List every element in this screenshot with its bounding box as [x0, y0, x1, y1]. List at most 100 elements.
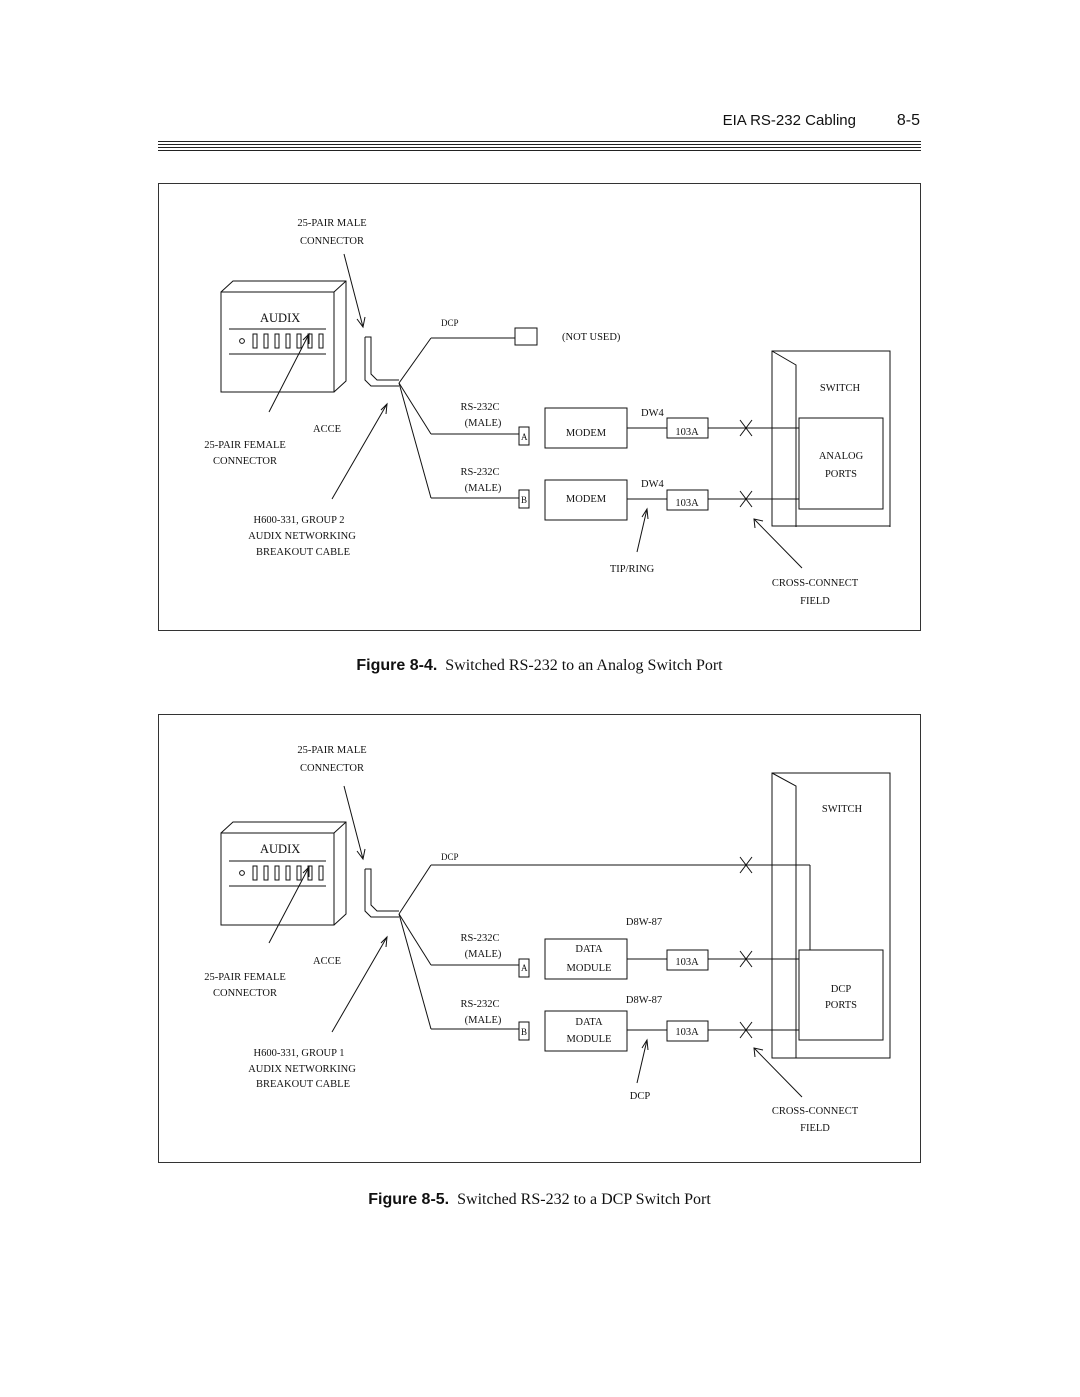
leader-line — [331, 936, 388, 1033]
cross-connect-mark — [745, 950, 753, 968]
arrowhead — [302, 865, 310, 877]
cross-connect-mark — [745, 856, 753, 874]
female-connector-label: 25-PAIR FEMALE — [204, 972, 286, 983]
port-a-connector — [518, 426, 530, 446]
d8w-label: D8W-87 — [626, 917, 662, 928]
analog-ports — [798, 417, 884, 510]
cross-connect-label: CROSS-CONNECT — [772, 578, 859, 589]
port-b-connector — [518, 1021, 530, 1041]
leader-line — [753, 518, 803, 569]
jack-103a-a — [666, 949, 709, 971]
jack-label: 103A — [675, 957, 699, 968]
ports-label: DCP — [831, 984, 852, 995]
connector-plug — [364, 337, 399, 387]
cable-a — [398, 913, 432, 966]
audix-cabinet: AUDIX — [220, 280, 347, 393]
header-rule — [158, 150, 921, 151]
dcp-label: DCP — [441, 318, 459, 328]
cable-a — [398, 382, 432, 435]
caption-title: Switched RS-232 to a DCP Switch Port — [457, 1191, 711, 1208]
acce-label: ACCE — [313, 424, 341, 435]
cross-connect-label: FIELD — [800, 596, 830, 607]
device-label: DATA — [575, 1017, 603, 1028]
connector-plug — [364, 869, 399, 918]
port-b-connector — [518, 489, 530, 509]
male-connector-label: 25-PAIR MALE — [297, 745, 366, 756]
cable-b — [398, 913, 432, 1030]
leader-line — [268, 333, 310, 413]
header-rule — [158, 141, 921, 142]
figure-8-5-diagram: 25-PAIR MALE CONNECTOR AUDIX DC — [158, 714, 921, 1163]
figure-8-4-svg: 25-PAIR MALE CONNECTOR AUDIX DC — [204, 218, 891, 607]
caption-number: Figure 8-4. — [356, 657, 438, 674]
leader-line — [343, 253, 364, 328]
audix-label: AUDIX — [260, 842, 300, 856]
header-rule — [158, 144, 921, 145]
figure-8-4-caption: Figure 8-4. Switched RS-232 to an Analog… — [158, 657, 921, 675]
arrowhead — [641, 507, 649, 520]
leader-line — [753, 1047, 803, 1098]
figure-8-5-caption: Figure 8-5. Switched RS-232 to a DCP Swi… — [158, 1191, 921, 1209]
leader-line — [268, 866, 310, 944]
section-title: EIA RS-232 Cabling — [722, 112, 856, 129]
jack-label: 103A — [675, 427, 699, 438]
cable-label: AUDIX NETWORKING — [248, 1064, 356, 1075]
male-connector-label: CONNECTOR — [300, 763, 364, 774]
connector-plug — [365, 336, 399, 381]
arrowhead — [753, 518, 764, 529]
ports-label: PORTS — [825, 1000, 857, 1011]
not-used-label: (NOT USED) — [562, 332, 621, 343]
female-connector-label: CONNECTOR — [213, 456, 277, 467]
leader-line — [636, 508, 648, 553]
female-connector-label: CONNECTOR — [213, 988, 277, 999]
leader-line — [331, 403, 388, 500]
page-number: 8-5 — [896, 112, 920, 129]
port-b-label: B — [521, 1027, 527, 1037]
female-connector-label: 25-PAIR FEMALE — [204, 440, 286, 451]
arrowhead — [641, 1038, 649, 1051]
arrowhead — [380, 935, 388, 948]
ports-label: PORTS — [825, 469, 857, 480]
d8w-label: D8W-87 — [626, 995, 662, 1006]
arrowhead — [380, 402, 388, 415]
cross-connect-label: FIELD — [800, 1123, 830, 1134]
port-a-label: A — [521, 963, 528, 973]
rs232c-label: RS-232C — [460, 402, 499, 413]
caption-number: Figure 8-5. — [368, 1191, 450, 1208]
dcp-ports — [798, 949, 884, 1041]
cable-label: BREAKOUT CABLE — [256, 1079, 350, 1090]
cable-dcp — [398, 864, 432, 915]
male-connector-label: 25-PAIR MALE — [297, 218, 366, 229]
leader-line — [343, 785, 364, 860]
connector-plug — [365, 868, 399, 912]
cable-label: H600-331, GROUP 1 — [254, 1048, 345, 1059]
data-module-b — [544, 1010, 628, 1052]
device-label: DATA — [575, 944, 603, 955]
dw4-label: DW4 — [641, 408, 664, 419]
cable-label: BREAKOUT CABLE — [256, 547, 350, 558]
dcp-bottom-label: DCP — [630, 1091, 651, 1102]
jack-103a-b — [666, 1020, 709, 1042]
tip-ring-label: TIP/RING — [610, 564, 655, 575]
port-a-connector — [518, 958, 530, 978]
running-header: EIA RS-232 Cabling 8-5 — [600, 112, 920, 134]
rs232c-label: RS-232C — [460, 999, 499, 1010]
modem-b — [544, 479, 628, 521]
modem-a-label: MODEM — [566, 428, 607, 439]
device-label: MODULE — [567, 1034, 612, 1045]
jack-label: 103A — [675, 498, 699, 509]
cable-label: AUDIX NETWORKING — [248, 531, 356, 542]
switch-cabinet: SWITCH DCP PORTS — [771, 772, 891, 1059]
audix-cabinet: AUDIX — [220, 821, 347, 926]
acce-label: ACCE — [313, 956, 341, 967]
cable-b — [398, 382, 432, 499]
header-rule — [158, 147, 921, 148]
jack-label: 103A — [675, 1027, 699, 1038]
male-label: (MALE) — [465, 483, 502, 494]
switch-label: SWITCH — [822, 804, 863, 815]
figure-8-4-diagram: 25-PAIR MALE CONNECTOR AUDIX DC — [158, 183, 921, 631]
port-a-label: A — [521, 432, 528, 442]
leader-line — [636, 1039, 648, 1084]
jack-103a-b — [666, 489, 709, 511]
device-label: MODULE — [567, 963, 612, 974]
